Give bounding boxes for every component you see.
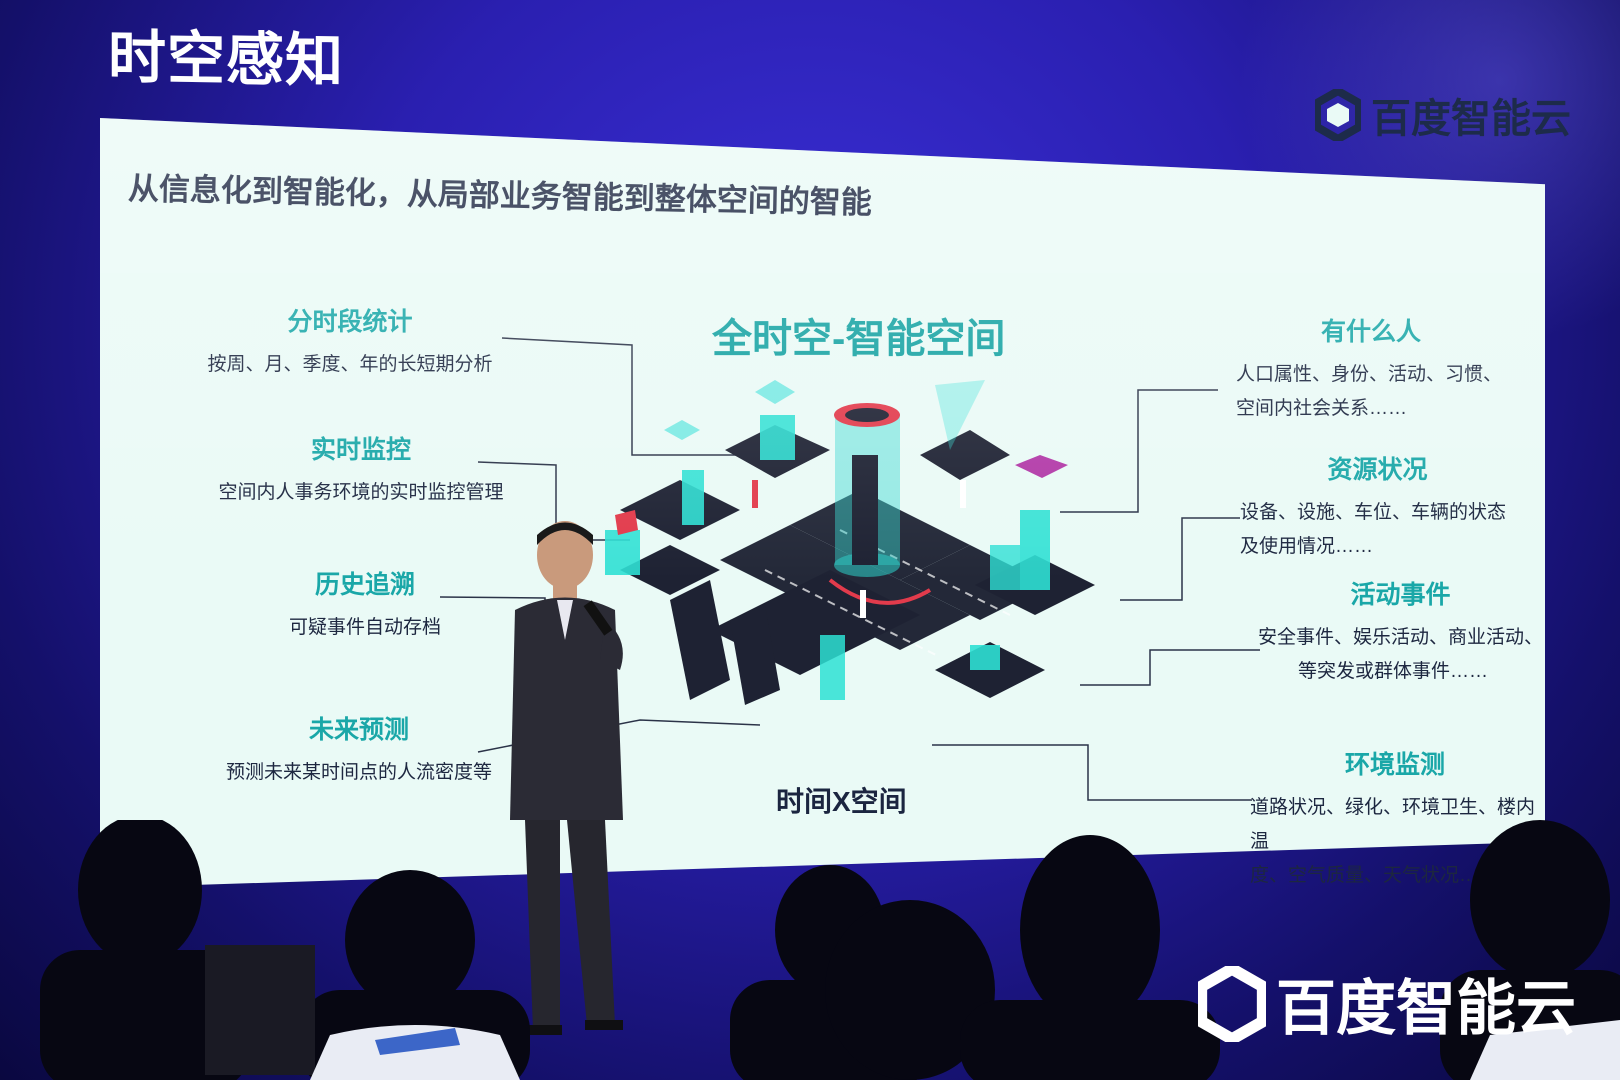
feature-desc-line: 度、空气质量、天气状况…… — [1250, 865, 1498, 886]
feature-desc-line: 人口属性、身份、活动、习惯、 — [1236, 364, 1503, 385]
feature-title: 活动事件 — [1350, 581, 1451, 609]
feature-desc-line: 等突发或群体事件…… — [1298, 661, 1489, 682]
feature-title: 实时监控 — [310, 436, 411, 464]
feature-desc-line: 及使用情况…… — [1240, 536, 1374, 557]
feature-title: 历史追溯 — [314, 571, 415, 599]
feature-future-predict: 未来预测 预测未来某时间点的人流密度等 — [204, 710, 514, 790]
feature-realtime-monitor: 实时监控 空间内人事务环境的实时监控管理 — [196, 430, 526, 510]
feature-desc-line: 设备、设施、车位、车辆的状态 — [1240, 502, 1507, 523]
baidu-logo-stage-banner: 百度智能云 — [1198, 960, 1576, 1047]
isometric-city-illustration — [605, 380, 1095, 705]
stage-logo-text: 百度智能云 — [1276, 975, 1576, 1042]
feature-time-period-stats: 分时段统计 按周、月、季度、年的长短期分析 — [180, 302, 520, 382]
audience-silhouettes — [40, 820, 1620, 1080]
feature-who-is-there: 有什么人 人口属性、身份、活动、习惯、 空间内社会关系…… — [1236, 312, 1506, 426]
baidu-logo-slide: 百度智能云 — [1315, 86, 1571, 144]
feature-desc-line: 道路状况、绿化、环境卫生、楼内温 — [1250, 797, 1536, 852]
time-x-space-label: 时间X空间 — [776, 786, 907, 817]
feature-desc: 空间内人事务环境的实时监控管理 — [218, 482, 504, 503]
baidu-hexagon-icon — [1198, 965, 1266, 1042]
feature-desc: 预测未来某时间点的人流密度等 — [225, 762, 492, 783]
feature-activity-events: 活动事件 安全事件、娱乐活动、商业活动、 等突发或群体事件…… — [1258, 575, 1543, 689]
feature-history-trace: 历史追溯 可疑事件自动存档 — [255, 565, 475, 645]
feature-title: 资源状况 — [1327, 456, 1428, 484]
feature-title: 有什么人 — [1320, 318, 1421, 346]
baidu-hexagon-icon — [1315, 89, 1361, 141]
logo-text: 百度智能云 — [1371, 97, 1571, 141]
feature-desc: 可疑事件自动存档 — [288, 617, 441, 638]
feature-title: 分时段统计 — [287, 308, 413, 336]
feature-desc: 按周、月、季度、年的长短期分析 — [207, 354, 493, 375]
center-title: 全时空-智能空间 — [712, 317, 1006, 361]
feature-title: 环境监测 — [1344, 751, 1445, 779]
feature-desc-line: 安全事件、娱乐活动、商业活动、 — [1258, 627, 1544, 648]
feature-environment-monitor: 环境监测 道路状况、绿化、环境卫生、楼内温 度、空气质量、天气状况…… — [1250, 745, 1540, 893]
projection-screen — [100, 118, 1545, 888]
feature-resource-status: 资源状况 设备、设施、车位、车辆的状态 及使用情况…… — [1240, 450, 1515, 564]
feature-title: 未来预测 — [308, 716, 409, 744]
feature-desc-line: 空间内社会关系…… — [1236, 398, 1408, 419]
presenter — [510, 521, 623, 1035]
